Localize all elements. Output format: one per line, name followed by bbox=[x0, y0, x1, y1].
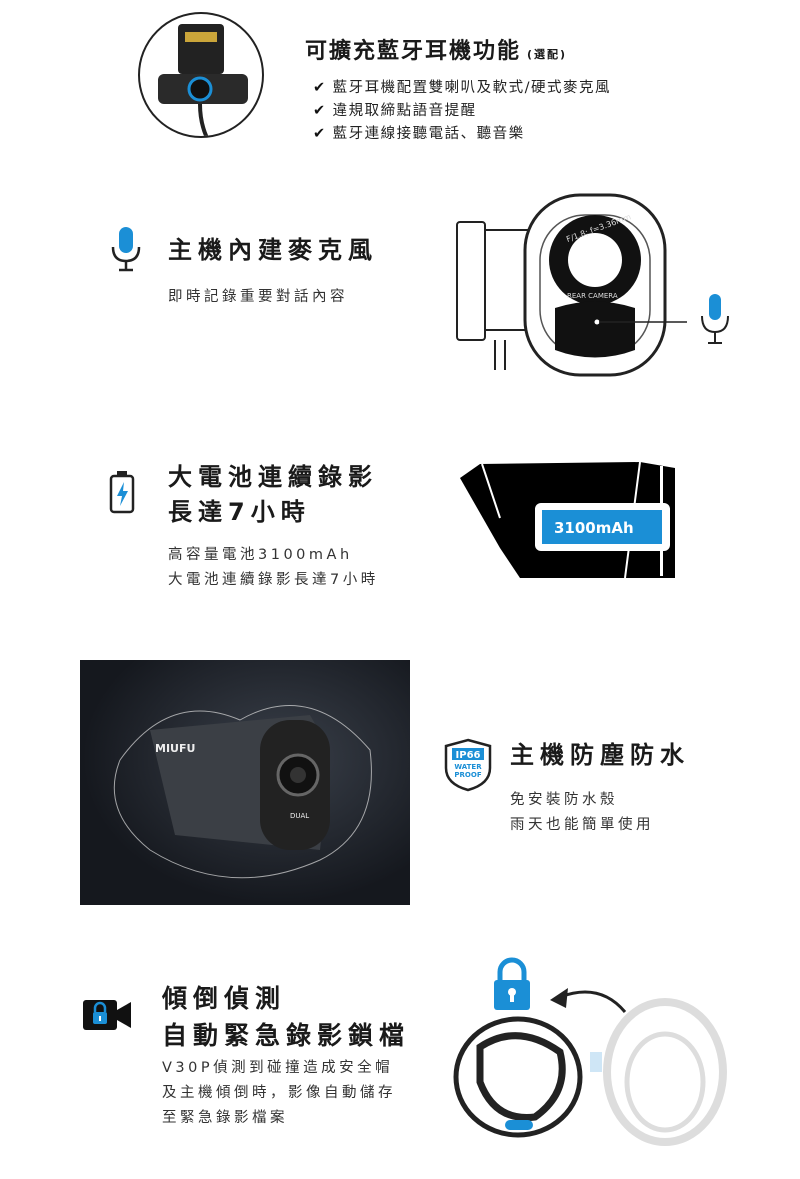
check-icon: ✔ bbox=[313, 126, 327, 142]
rear-camera-illustration: F/1.8; f=3.36mm REAR CAMERA bbox=[456, 193, 729, 377]
optional-note: (選配) bbox=[527, 48, 568, 61]
bluetooth-title: 可擴充藍牙耳機功能(選配) bbox=[305, 39, 568, 64]
lock-camera-icon bbox=[83, 1000, 131, 1030]
ip66-waterproof-badge: IP66 WATER PROOF bbox=[444, 738, 492, 792]
tilt-title: 傾倒偵測自動緊急錄影鎖檔 bbox=[162, 984, 411, 1050]
svg-text:PROOF: PROOF bbox=[454, 771, 481, 779]
check-icon: ✔ bbox=[313, 80, 327, 96]
svg-text:WATER: WATER bbox=[454, 763, 482, 771]
microphone-icon bbox=[111, 227, 141, 272]
waterproof-camera-photo: MIUFU DUAL bbox=[80, 660, 410, 905]
waterproof-title: 主機防塵防水 bbox=[510, 741, 690, 769]
bluetooth-bullets: ✔藍牙耳機配置雙喇叭及軟式/硬式麥克風 ✔違規取締點語音提醒 ✔藍牙連線接聽電話… bbox=[313, 77, 611, 146]
bullet-item: ✔藍牙連線接聽電話、聽音樂 bbox=[313, 126, 525, 142]
bullet-item: ✔違規取締點語音提醒 bbox=[313, 103, 477, 119]
waterproof-desc: 免安裝防水殼雨天也能簡單使用 bbox=[510, 792, 654, 833]
check-icon: ✔ bbox=[313, 103, 327, 119]
battery-icon bbox=[109, 471, 135, 514]
battery-illustration: 3100mAh bbox=[460, 461, 675, 579]
microphone-desc: 即時記錄重要對話內容 bbox=[168, 289, 348, 305]
svg-text:DUAL: DUAL bbox=[290, 812, 309, 820]
bluetooth-device-illustration bbox=[138, 12, 264, 138]
svg-text:REAR CAMERA: REAR CAMERA bbox=[567, 292, 618, 300]
svg-text:MIUFU: MIUFU bbox=[155, 742, 195, 755]
battery-capacity-badge: 3100mAh bbox=[554, 519, 634, 537]
helmet-tilt-illustration bbox=[453, 957, 727, 1146]
bullet-item: ✔藍牙耳機配置雙喇叭及軟式/硬式麥克風 bbox=[313, 80, 612, 96]
battery-title: 大電池連續錄影長達7小時 bbox=[168, 463, 378, 526]
microphone-title: 主機內建麥克風 bbox=[168, 236, 378, 264]
tilt-desc: V30P偵測到碰撞造成安全帽及主機傾倒時，影像自動儲存至緊急錄影檔案 bbox=[162, 1060, 396, 1126]
svg-text:IP66: IP66 bbox=[456, 750, 481, 761]
